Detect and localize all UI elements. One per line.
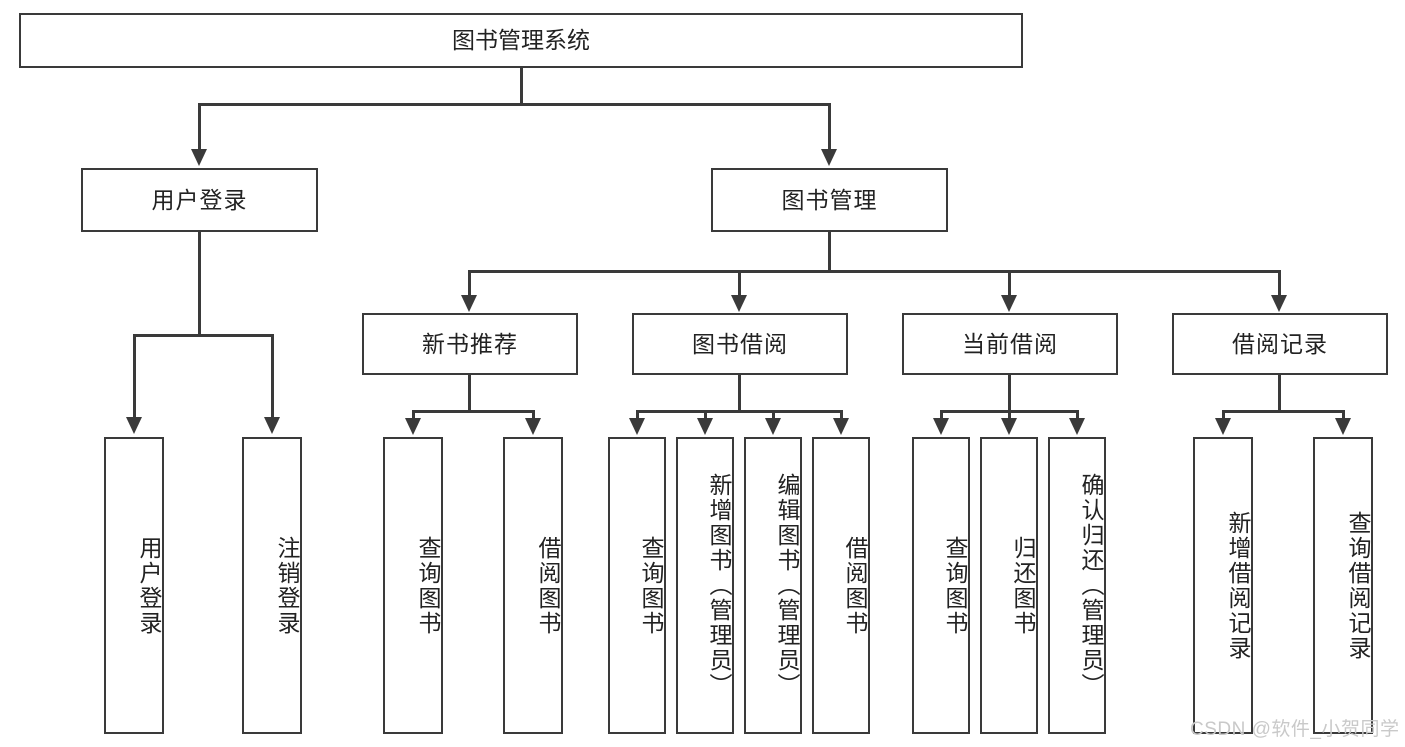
connector-bookmgmt-bar [468, 270, 1280, 273]
leaf-borrowrecord-query-record[interactable]: 查询借阅记录 [1313, 437, 1373, 734]
node-book-borrow[interactable]: 图书借阅 [632, 313, 848, 375]
connector-newbook-drop-2 [532, 410, 535, 420]
connector-root-drop-2 [828, 103, 831, 151]
connector-bookmgmt-drop-2 [738, 270, 741, 297]
arrow-down-icon [1001, 418, 1017, 435]
connector-root-drop-1 [198, 103, 201, 151]
leaf-currentborrow-confirm-return[interactable]: 确认归还（管理员） [1048, 437, 1106, 734]
arrow-down-icon [697, 418, 713, 435]
node-label: 新增图书（管理员） [706, 473, 732, 698]
arrow-down-icon [264, 417, 280, 434]
arrow-down-icon [833, 418, 849, 435]
connector-borrowrecord-drop-1 [1222, 410, 1225, 420]
arrow-down-icon [933, 418, 949, 435]
connector-bookmgmt-drop-3 [1008, 270, 1011, 297]
arrow-down-icon [731, 295, 747, 312]
connector-bookborrow-drop-3 [772, 410, 775, 420]
connector-bookmgmt-stem [828, 232, 831, 272]
connector-userlogin-stem [198, 232, 201, 334]
connector-bookborrow-drop-2 [704, 410, 707, 420]
connector-newbook-drop-1 [412, 410, 415, 420]
leaf-bookborrow-edit-book[interactable]: 编辑图书（管理员） [744, 437, 802, 734]
connector-bookborrow-drop-1 [636, 410, 639, 420]
connector-userlogin-drop-2 [271, 334, 274, 419]
node-label: 用户登录 [136, 535, 162, 636]
connector-currentborrow-drop-1 [940, 410, 943, 420]
node-label: 注销登录 [274, 535, 300, 636]
leaf-newbook-borrow-book[interactable]: 借阅图书 [503, 437, 563, 734]
node-label: 确认归还（管理员） [1078, 473, 1104, 698]
leaf-bookborrow-query-book[interactable]: 查询图书 [608, 437, 666, 734]
arrow-down-icon [191, 149, 207, 166]
node-root-system[interactable]: 图书管理系统 [19, 13, 1023, 68]
node-label: 编辑图书（管理员） [774, 473, 800, 698]
leaf-currentborrow-query-book[interactable]: 查询图书 [912, 437, 970, 734]
arrow-down-icon [765, 418, 781, 435]
arrow-down-icon [1001, 295, 1017, 312]
connector-bookmgmt-drop-1 [468, 270, 471, 297]
node-label: 归还图书 [1010, 535, 1036, 636]
arrow-down-icon [821, 149, 837, 166]
arrow-down-icon [405, 418, 421, 435]
node-label: 查询借阅记录 [1345, 510, 1371, 661]
node-new-book-recommend[interactable]: 新书推荐 [362, 313, 578, 375]
connector-bookmgmt-drop-4 [1278, 270, 1281, 297]
node-label: 图书借阅 [692, 330, 788, 357]
connector-bookborrow-bar [636, 410, 840, 413]
node-label: 当前借阅 [962, 330, 1058, 357]
connector-root-bar [198, 103, 831, 106]
node-current-borrow[interactable]: 当前借阅 [902, 313, 1118, 375]
leaf-bookborrow-add-book[interactable]: 新增图书（管理员） [676, 437, 734, 734]
leaf-currentborrow-return-book[interactable]: 归还图书 [980, 437, 1038, 734]
connector-bookborrow-stem [738, 375, 741, 412]
arrow-down-icon [1335, 418, 1351, 435]
node-label: 借阅图书 [535, 535, 561, 636]
node-book-management[interactable]: 图书管理 [711, 168, 948, 232]
watermark-text: CSDN @软件_小贺同学 [1190, 719, 1400, 740]
node-label: 查询图书 [638, 535, 664, 636]
arrow-down-icon [1215, 418, 1231, 435]
node-label: 图书管理 [781, 186, 878, 213]
node-label: 查询图书 [942, 535, 968, 636]
arrow-down-icon [126, 417, 142, 434]
node-label: 图书管理系统 [452, 27, 590, 54]
connector-currentborrow-drop-3 [1076, 410, 1079, 420]
connector-userlogin-bar [133, 334, 273, 337]
node-user-login[interactable]: 用户登录 [81, 168, 318, 232]
leaf-bookborrow-borrow-book[interactable]: 借阅图书 [812, 437, 870, 734]
connector-borrowrecord-bar [1222, 410, 1344, 413]
connector-newbook-stem [468, 375, 471, 412]
connector-bookborrow-drop-4 [840, 410, 843, 420]
leaf-user-login[interactable]: 用户登录 [104, 437, 164, 734]
leaf-logout[interactable]: 注销登录 [242, 437, 302, 734]
node-label: 新书推荐 [422, 330, 518, 357]
connector-userlogin-drop-1 [133, 334, 136, 419]
arrow-down-icon [525, 418, 541, 435]
node-label: 用户登录 [151, 186, 248, 213]
connector-newbook-bar [412, 410, 534, 413]
arrow-down-icon [1069, 418, 1085, 435]
connector-borrowrecord-drop-2 [1342, 410, 1345, 420]
connector-borrowrecord-stem [1278, 375, 1281, 412]
leaf-newbook-query-book[interactable]: 查询图书 [383, 437, 443, 734]
arrow-down-icon [629, 418, 645, 435]
node-label: 借阅图书 [842, 535, 868, 636]
node-label: 借阅记录 [1232, 330, 1328, 357]
node-borrow-record[interactable]: 借阅记录 [1172, 313, 1388, 375]
connector-currentborrow-stem [1008, 375, 1011, 412]
connector-root-stem [520, 68, 523, 104]
arrow-down-icon [1271, 295, 1287, 312]
node-label: 查询图书 [415, 535, 441, 636]
node-label: 新增借阅记录 [1225, 510, 1251, 661]
connector-currentborrow-drop-2 [1008, 410, 1011, 420]
arrow-down-icon [461, 295, 477, 312]
leaf-borrowrecord-add-record[interactable]: 新增借阅记录 [1193, 437, 1253, 734]
